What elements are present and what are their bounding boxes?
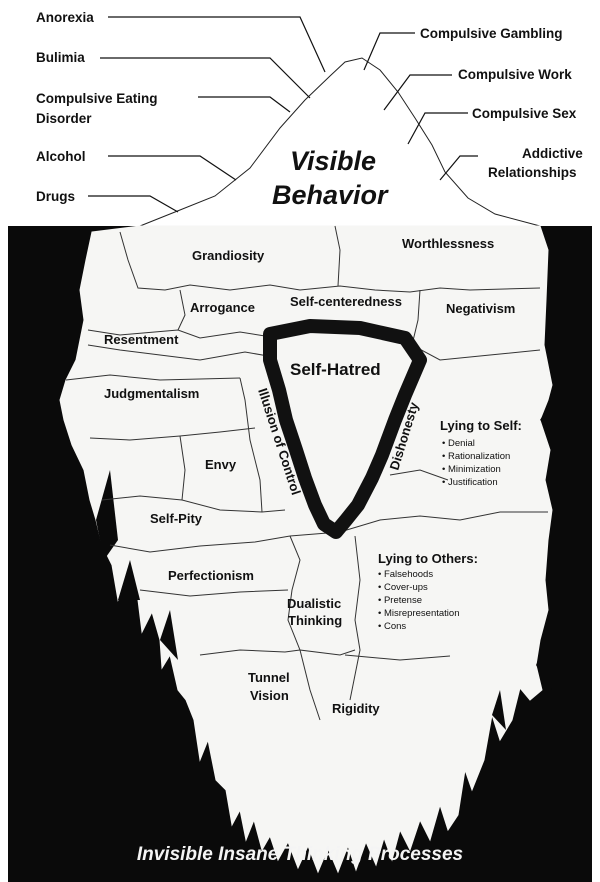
lying-to-self-item: • Rationalization [442, 451, 510, 462]
cell-negativism: Negativism [446, 301, 515, 316]
lying-to-self-item: • Minimization [442, 464, 501, 475]
lying-to-others-item: • Misrepresentation [378, 608, 459, 619]
cell-grandiosity: Grandiosity [192, 248, 265, 263]
lying-to-others-item: • Cover-ups [378, 582, 428, 593]
lying-to-self-item: • Justification [442, 477, 498, 488]
cell-perfectionism: Perfectionism [168, 568, 254, 583]
cell-judgmentalism: Judgmentalism [104, 386, 199, 401]
cell-envy: Envy [205, 457, 237, 472]
label-bulimia: Bulimia [36, 50, 85, 65]
label-addictive: Addictive [522, 146, 583, 161]
label-relationships: Relationships [488, 165, 577, 180]
cell-dualistic-line2: Thinking [288, 613, 342, 628]
lying-to-others-item: • Falsehoods [378, 569, 433, 580]
visible-title-line1: Visible [290, 146, 376, 176]
lying-to-others-item: • Pretense [378, 595, 422, 606]
lying-to-self-item: • Denial [442, 438, 475, 449]
label-disorder: Disorder [36, 111, 92, 126]
cell-rigidity: Rigidity [332, 701, 380, 716]
cell-worthlessness: Worthlessness [402, 236, 494, 251]
lying-to-others-heading: Lying to Others: [378, 551, 478, 566]
label-compulsive-work: Compulsive Work [458, 67, 572, 82]
label-drugs: Drugs [36, 189, 75, 204]
lying-to-others-item: • Cons [378, 621, 406, 632]
visible-title-line2: Behavior [272, 180, 389, 210]
cell-tunnel-line1: Tunnel [248, 670, 290, 685]
lying-to-self-heading: Lying to Self: [440, 418, 522, 433]
cell-resentment: Resentment [104, 332, 179, 347]
cell-self-centeredness: Self-centeredness [290, 294, 402, 309]
cell-self-pity: Self-Pity [150, 511, 203, 526]
cell-tunnel-line2: Vision [250, 688, 289, 703]
label-alcohol: Alcohol [36, 149, 86, 164]
label-anorexia: Anorexia [36, 10, 94, 25]
cell-arrogance: Arrogance [190, 300, 255, 315]
label-compulsive-eating: Compulsive Eating [36, 91, 158, 106]
label-compulsive-sex: Compulsive Sex [472, 106, 577, 121]
label-compulsive-gambling: Compulsive Gambling [420, 26, 563, 41]
footer-caption: Invisible Insane Thinking Processes [137, 844, 463, 865]
core-self-hatred: Self-Hatred [290, 360, 381, 379]
cell-dualistic-line1: Dualistic [287, 596, 341, 611]
